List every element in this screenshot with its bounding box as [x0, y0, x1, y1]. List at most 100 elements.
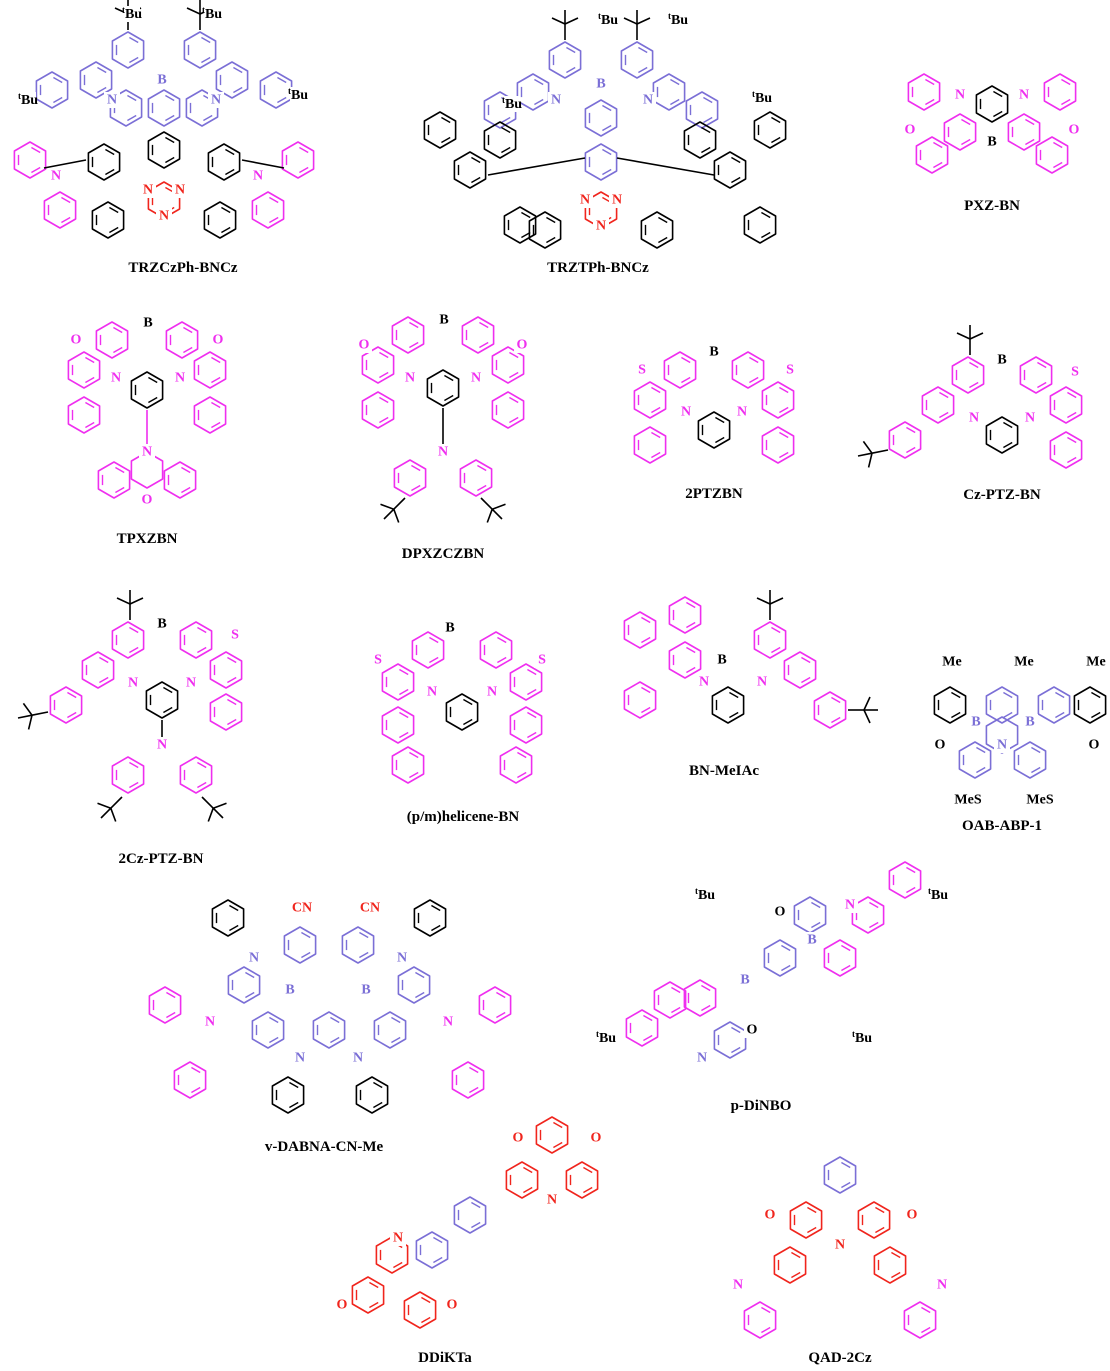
atom-label: N: [142, 445, 152, 460]
atom-mask: [932, 737, 948, 753]
atom-label: B: [807, 933, 816, 948]
atom-label: O: [747, 1023, 758, 1038]
double-bond: [523, 1166, 533, 1174]
double-bond: [245, 971, 255, 979]
double-bond: [509, 351, 519, 359]
double-bond: [477, 484, 487, 492]
ring: [584, 99, 618, 137]
atom-label: S: [1071, 365, 1079, 380]
double-bond: [269, 1016, 279, 1024]
ring: [903, 1301, 937, 1339]
ring: [341, 926, 375, 964]
atom-label: N: [393, 1231, 403, 1246]
double-bond: [191, 1086, 201, 1094]
ring: [271, 1076, 305, 1114]
atom-mask: [1066, 122, 1082, 138]
double-bond: [670, 78, 680, 86]
double-bond: [921, 1306, 931, 1314]
atom-label: N: [955, 88, 965, 103]
atom-mask: [514, 337, 530, 353]
atom-label: B: [997, 353, 1006, 368]
atom-mask: [1022, 714, 1038, 730]
double-bond: [359, 931, 369, 939]
double-bond: [181, 486, 191, 494]
atom-label: tBu: [852, 1029, 872, 1046]
ring: [361, 391, 395, 429]
atom-mask: [444, 1297, 460, 1313]
ring: [731, 351, 765, 389]
double-bond: [85, 376, 95, 384]
ring: [761, 426, 795, 464]
atom-mask: [334, 1297, 350, 1313]
atom-mask: [250, 168, 266, 184]
ring: [888, 861, 922, 899]
double-bond: [227, 676, 237, 684]
atom-label: N: [737, 405, 747, 420]
double-bond: [233, 86, 243, 94]
double-bond: [67, 711, 77, 719]
double-bond: [409, 341, 419, 349]
ring: [623, 611, 657, 649]
ring: [1019, 356, 1053, 394]
atom-text: Bu: [291, 88, 308, 103]
ring: [668, 596, 702, 634]
atom-label: N: [295, 1051, 305, 1066]
double-bond: [1025, 138, 1035, 146]
atom-label: N: [128, 676, 138, 691]
ring: [888, 421, 922, 459]
double-bond: [165, 114, 175, 122]
double-bond: [951, 711, 961, 719]
double-bond: [501, 116, 511, 124]
atom-label: Me: [1086, 655, 1105, 670]
ring: [312, 1011, 346, 1049]
atom-label: N: [997, 738, 1007, 753]
double-bond: [197, 646, 207, 654]
double-bond: [99, 656, 109, 664]
double-bond: [761, 1326, 771, 1334]
ring: [351, 1276, 385, 1314]
atom-label: N: [733, 1278, 743, 1293]
double-bond: [53, 96, 63, 104]
double-bond: [602, 148, 612, 156]
double-bond: [201, 56, 211, 64]
double-bond: [245, 991, 255, 999]
double-bond: [641, 706, 651, 714]
double-bond: [1037, 381, 1047, 389]
double-bond: [951, 691, 961, 699]
atom-label: Me: [1014, 655, 1033, 670]
double-bond: [703, 96, 713, 104]
ring: [283, 926, 317, 964]
double-bond: [1061, 98, 1071, 106]
double-bond: [566, 66, 576, 74]
ring: [43, 191, 77, 229]
atom-label: S: [374, 653, 382, 668]
atom-mask: [1016, 654, 1032, 670]
ring: [813, 691, 847, 729]
ring: [403, 1291, 437, 1329]
atom-mask: [402, 370, 418, 386]
double-bond: [477, 464, 487, 472]
double-bond: [277, 96, 287, 104]
atom-label: N: [643, 93, 653, 108]
double-bond: [546, 236, 556, 244]
atom-label: N: [937, 1278, 947, 1293]
double-bond: [779, 406, 789, 414]
ring: [130, 371, 164, 409]
double-bond: [523, 1186, 533, 1194]
double-bond: [1003, 441, 1013, 449]
double-bond: [891, 1271, 901, 1279]
ring: [179, 756, 213, 794]
ring: [483, 121, 517, 159]
double-bond: [109, 226, 119, 234]
atom-label: B: [361, 983, 370, 998]
atom-mask: [968, 714, 984, 730]
atom-mask: [125, 675, 141, 691]
atom-mask: [904, 1207, 920, 1223]
double-bond: [906, 426, 916, 434]
double-bond: [227, 698, 237, 706]
atom-text: Bu: [505, 97, 522, 112]
ring: [13, 141, 47, 179]
